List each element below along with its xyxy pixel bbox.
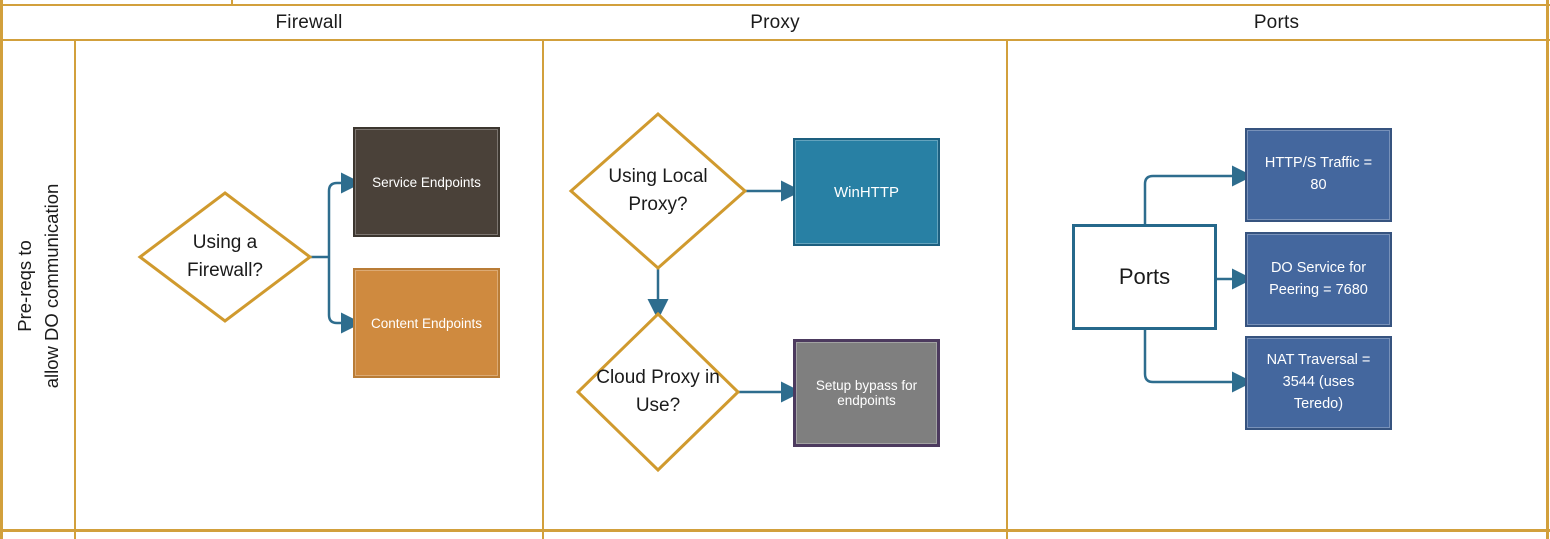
content-endpoints-box: Content Endpoints — [353, 268, 500, 378]
cloud-proxy-diamond — [575, 311, 741, 473]
top-stub-line — [231, 0, 233, 5]
left-border-line — [0, 0, 3, 539]
proxy-ports-divider-line — [1006, 41, 1008, 539]
nat-traversal-box: NAT Traversal = 3544 (uses Teredo) — [1245, 336, 1392, 430]
connector-ports-to-nat — [1143, 330, 1253, 393]
firewall-proxy-divider-line — [542, 41, 544, 539]
right-border-line — [1546, 0, 1549, 539]
using-firewall-label: Using a Firewall? — [186, 231, 264, 282]
column-header-firewall: Firewall — [275, 12, 343, 33]
http-traffic-box: HTTP/S Traffic = 80 — [1245, 128, 1392, 222]
do-service-peering-box: DO Service for Peering = 7680 — [1245, 232, 1392, 327]
top-border-line — [0, 4, 1550, 6]
column-header-ports: Ports — [1253, 12, 1300, 33]
connector-firewall-to-service — [327, 172, 362, 257]
column-header-proxy: Proxy — [750, 12, 800, 33]
winhttp-box: WinHTTP — [793, 138, 940, 246]
connector-firewall-to-content — [327, 257, 362, 334]
connector-ports-to-http — [1143, 165, 1253, 224]
row-bottom-line — [0, 529, 1550, 532]
using-local-proxy-label: Using Local Proxy? — [608, 165, 708, 216]
header-bottom-line — [0, 39, 1550, 41]
setup-bypass-box: Setup bypass for endpoints — [793, 339, 940, 447]
rowlabel-divider-line — [74, 41, 76, 539]
service-endpoints-box: Service Endpoints — [353, 127, 500, 237]
using-firewall-diamond — [137, 191, 313, 323]
using-local-proxy-diamond — [568, 111, 748, 271]
cloud-proxy-label: Cloud Proxy in Use? — [596, 366, 720, 417]
ports-source-box: Ports — [1072, 224, 1217, 330]
